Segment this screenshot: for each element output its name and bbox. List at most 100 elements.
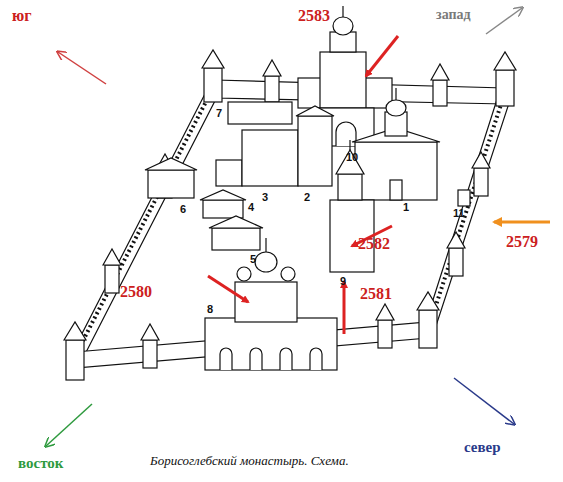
church-1-body — [355, 142, 437, 200]
tower — [447, 232, 465, 276]
tower-body — [449, 248, 463, 276]
direction-label: восток — [18, 456, 63, 471]
view-arrow — [494, 221, 550, 224]
view-arrows — [208, 36, 550, 334]
callout-number: 2580 — [120, 284, 152, 300]
tower-roof — [494, 52, 516, 70]
church-door — [390, 180, 402, 200]
bell-tower-spire — [336, 150, 364, 174]
tower-roof — [141, 324, 159, 340]
tower — [472, 152, 490, 196]
building-4-roof — [200, 190, 246, 200]
tower-body — [204, 68, 222, 102]
gate-church-dome — [333, 17, 353, 35]
compass-arrows — [46, 8, 522, 446]
tower-roof — [202, 50, 224, 68]
tower — [431, 64, 449, 106]
tower-body — [474, 168, 488, 196]
tower — [103, 249, 121, 293]
right-wall — [424, 90, 512, 332]
left-wall-crenels — [74, 90, 212, 358]
tower-roof — [431, 64, 449, 80]
building-5-roof — [209, 216, 263, 228]
building-number: 11 — [453, 208, 465, 219]
tower — [263, 60, 281, 102]
left-wall — [70, 88, 219, 362]
cross — [265, 238, 266, 252]
front-church-dome — [237, 267, 251, 281]
tower — [64, 322, 86, 380]
building-number: 9 — [340, 276, 346, 287]
cross — [395, 88, 396, 100]
tower-body — [496, 70, 514, 106]
building-5 — [212, 228, 260, 250]
building-3-annex — [216, 160, 242, 186]
building-number: 6 — [180, 204, 186, 215]
cross — [349, 140, 350, 150]
right-wall-crenels — [428, 92, 505, 330]
building-number: 2 — [304, 192, 310, 203]
south-arrow — [58, 52, 106, 84]
building-number: 4 — [248, 202, 254, 213]
tower-body — [66, 340, 84, 380]
building-4 — [203, 200, 243, 218]
front-arches — [220, 348, 322, 370]
callout-number: 2579 — [506, 234, 538, 250]
building-number: 10 — [346, 152, 358, 163]
callout-number: 2582 — [358, 236, 390, 252]
towers — [64, 50, 516, 380]
tower-body — [265, 76, 279, 102]
building-6 — [148, 170, 194, 198]
view-arrow — [208, 276, 248, 302]
caption: Борисоглебский монастырь. Схема. — [150, 454, 349, 467]
tower-roof — [64, 322, 86, 340]
building-7 — [228, 102, 292, 124]
callout-number: 2583 — [298, 8, 330, 24]
building-6-roof — [145, 158, 197, 170]
tower-body — [433, 80, 447, 106]
tower-body — [419, 310, 437, 348]
church-1-dome — [386, 100, 406, 116]
tower-roof — [447, 232, 465, 248]
building-11 — [458, 190, 470, 206]
tower — [494, 52, 516, 106]
direction-label: запад — [436, 8, 471, 22]
west-arrow — [486, 8, 522, 34]
building-number: 5 — [250, 254, 256, 265]
building-number: 1 — [403, 202, 409, 213]
callout-number: 2581 — [360, 286, 392, 302]
building-number: 3 — [262, 192, 268, 203]
building-number: 8 — [207, 304, 213, 315]
tower — [141, 324, 159, 368]
direction-label: юг — [12, 8, 32, 24]
tower-body — [105, 265, 119, 293]
tower-body — [143, 340, 157, 368]
tower — [202, 50, 224, 102]
front-gate-building — [205, 318, 337, 370]
direction-label: север — [464, 440, 501, 455]
building-3 — [242, 130, 298, 186]
view-arrow — [366, 36, 398, 76]
front-church-dome — [281, 267, 295, 281]
bell-tower-upper — [338, 174, 362, 200]
tower-roof — [417, 292, 439, 310]
building-2-roof — [296, 106, 334, 116]
tower — [417, 292, 439, 348]
north-arrow — [454, 378, 514, 424]
building-2-tower — [298, 116, 332, 186]
tower-roof — [103, 249, 121, 265]
front-church-body — [235, 282, 297, 322]
tower — [376, 304, 394, 348]
tower-body — [378, 320, 392, 348]
front-church-dome — [255, 252, 277, 272]
tower-roof — [376, 304, 394, 320]
east-arrow — [46, 404, 92, 446]
view-arrow — [343, 282, 346, 334]
tower-roof — [263, 60, 281, 76]
tower-roof — [472, 152, 490, 168]
building-number: 7 — [216, 108, 222, 119]
buildings — [145, 6, 470, 370]
gate-church-body — [320, 52, 366, 108]
cross — [342, 6, 343, 17]
